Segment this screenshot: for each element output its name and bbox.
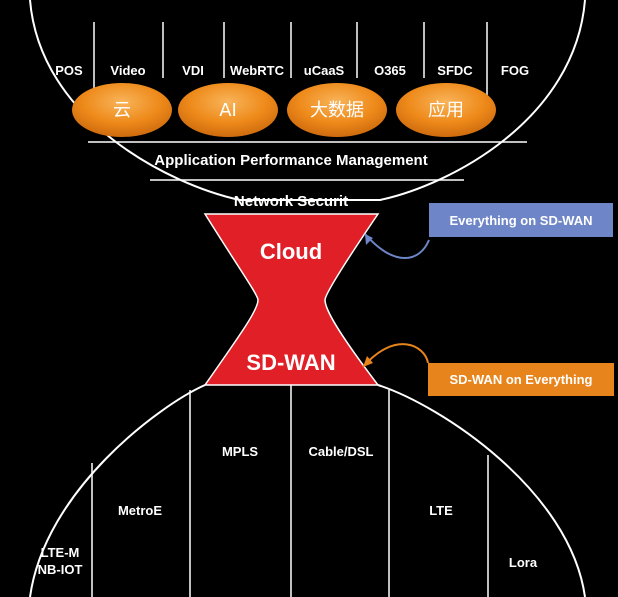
capability-bubbles: 云 AI 大数据 应用 (72, 83, 496, 137)
transport-label-nbiot: NB-IOT (38, 562, 83, 577)
callout-orange-arrowhead (363, 356, 373, 367)
transport-label-lora: Lora (509, 555, 538, 570)
callout-sdwan-on-everything-text: SD-WAN on Everything (449, 372, 592, 387)
bubble-label-cloud: 云 (113, 100, 131, 121)
bubble-bigdata (287, 83, 387, 137)
bubble-ai (178, 83, 278, 137)
app-label-pos: POS (55, 63, 83, 78)
bottom-dividers (91, 385, 489, 597)
app-label-ucaas: uCaaS (304, 63, 345, 78)
callout-everything-on-sdwan (429, 203, 613, 237)
callout-sdwan-on-everything (428, 363, 614, 396)
callout-orange-arrow (362, 343, 429, 368)
transport-label-mpls: MPLS (222, 444, 258, 459)
band-apm: Application Performance Management (154, 152, 427, 169)
top-bowl-outline (29, 0, 586, 201)
app-label-video: Video (110, 63, 145, 78)
transport-label-cable: Cable/DSL (308, 444, 373, 459)
bottom-bowl-outline (29, 384, 586, 597)
callout-everything-on-sdwan-text: Everything on SD-WAN (449, 213, 592, 228)
app-label-webrtc: WebRTC (230, 63, 285, 78)
bubble-label-apps: 应用 (428, 100, 464, 121)
callout-blue-arrow (364, 233, 430, 259)
transport-labels: LTE-M NB-IOT MetroE MPLS Cable/DSL LTE L… (38, 444, 538, 577)
band-security: Network Securit (234, 193, 348, 210)
core-label-cloud: Cloud (260, 239, 322, 264)
app-label-vdi: VDI (182, 63, 204, 78)
transport-label-ltem: LTE-M (41, 545, 80, 560)
top-app-labels: POS Video VDI WebRTC uCaaS O365 SFDC FOG (55, 63, 529, 78)
app-label-o365: O365 (374, 63, 406, 78)
core-label-sdwan: SD-WAN (246, 350, 335, 375)
bubble-label-ai: AI (219, 100, 237, 121)
transport-label-metroe: MetroE (118, 503, 162, 518)
bubble-apps (396, 83, 496, 137)
callout-blue-arrowhead (365, 234, 373, 245)
bubble-cloud (72, 83, 172, 137)
app-label-fog: FOG (501, 63, 529, 78)
top-dividers (93, 22, 488, 112)
bubble-label-bigdata: 大数据 (310, 100, 364, 121)
app-label-sfdc: SFDC (437, 63, 473, 78)
transport-label-lte: LTE (429, 503, 453, 518)
